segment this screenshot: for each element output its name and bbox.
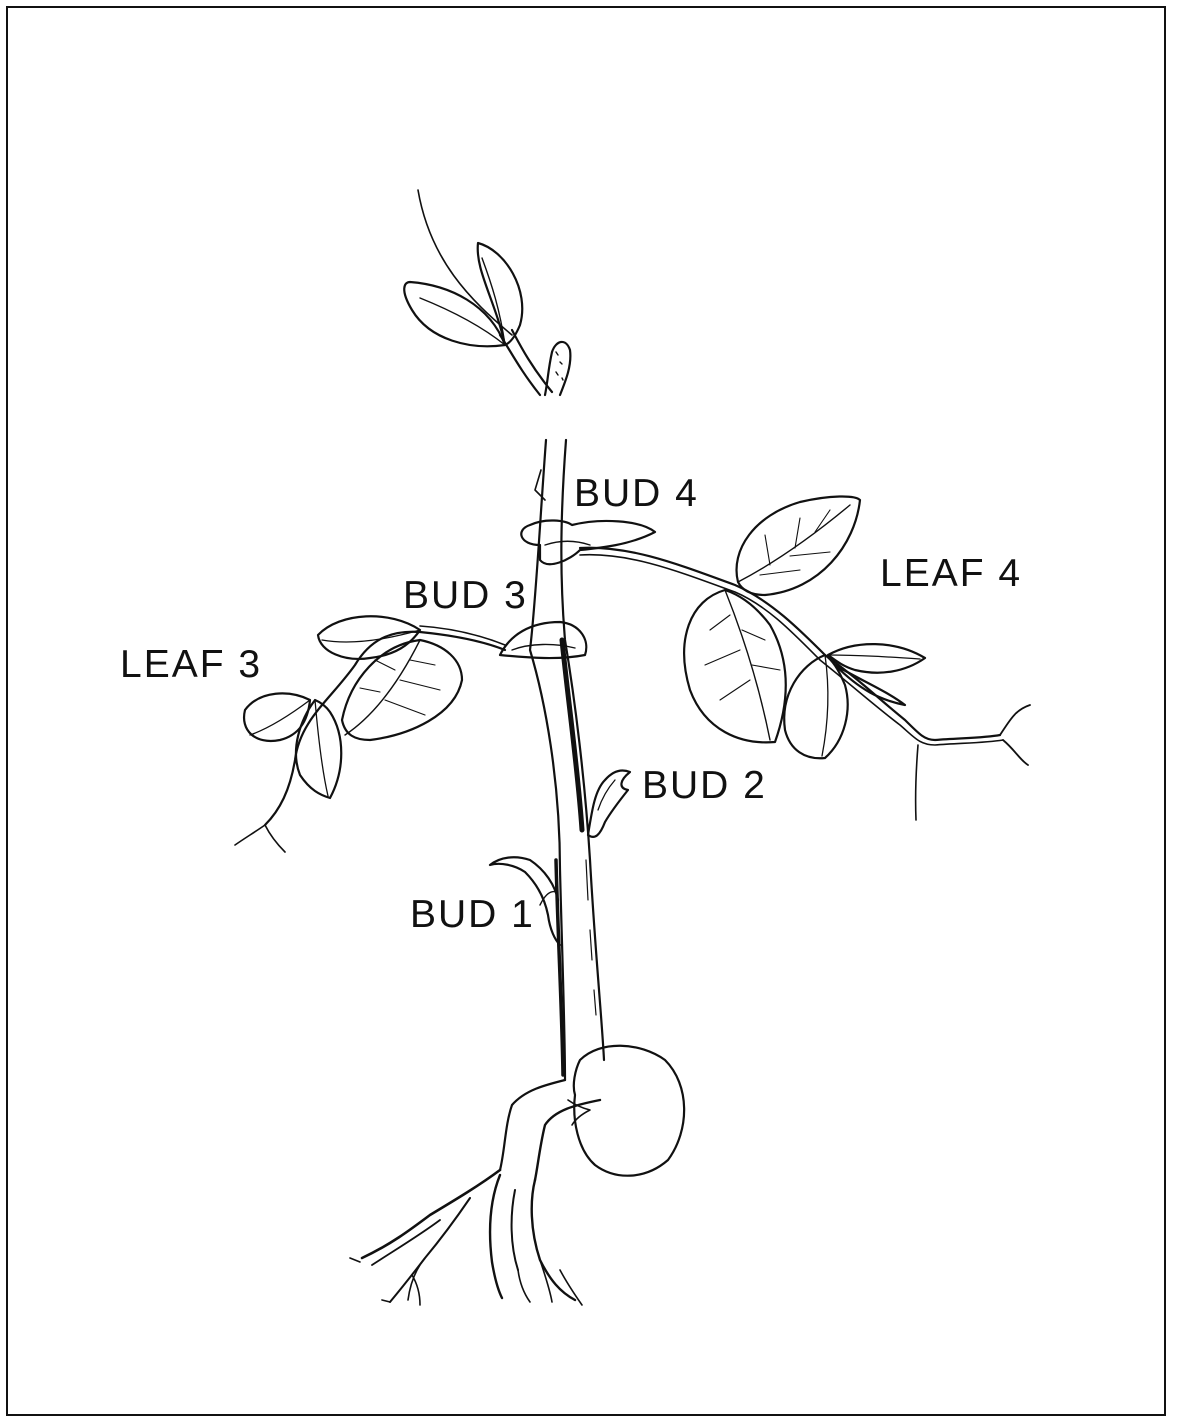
label-leaf-3: LEAF 3 bbox=[120, 645, 262, 684]
bud-2-shape bbox=[588, 770, 630, 836]
bud-4-shape bbox=[521, 520, 655, 564]
top-leaves bbox=[404, 243, 522, 346]
leaf-3-branch bbox=[235, 616, 505, 852]
main-stem bbox=[530, 440, 604, 1080]
label-bud-4: BUD 4 bbox=[574, 474, 699, 513]
roots bbox=[350, 1080, 600, 1305]
label-leaf-4: LEAF 4 bbox=[880, 554, 1022, 593]
label-bud-1: BUD 1 bbox=[410, 895, 535, 934]
cotyledon bbox=[568, 1046, 684, 1176]
label-bud-3: BUD 3 bbox=[403, 576, 528, 615]
bud-3-shape bbox=[500, 622, 586, 658]
label-bud-2: BUD 2 bbox=[642, 766, 767, 805]
